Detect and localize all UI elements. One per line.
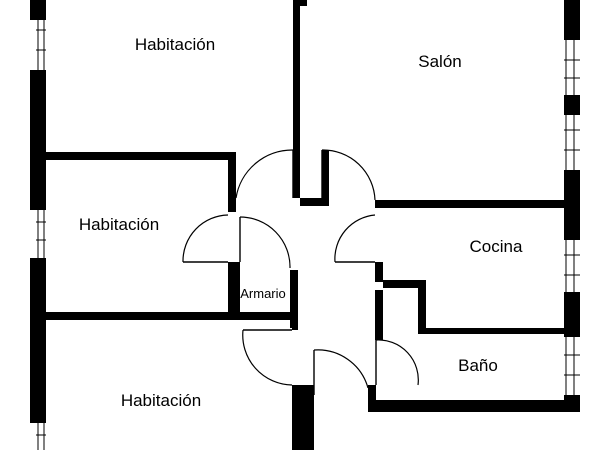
- room-label-salon: Salón: [418, 52, 461, 71]
- room-label-habitacion-mid: Habitación: [79, 215, 159, 234]
- doors: [182, 149, 419, 395]
- room-label-armario: Armario: [240, 286, 286, 301]
- interior-walls: [46, 0, 580, 450]
- left-windows: [36, 20, 46, 450]
- door-salon: [321, 149, 376, 201]
- door-cocina: [334, 214, 376, 263]
- door-armario: [239, 216, 291, 269]
- room-label-bano: Baño: [458, 356, 498, 375]
- left-exterior-wall: [30, 0, 46, 423]
- room-label-habitacion-top: Habitación: [135, 35, 215, 54]
- room-label-cocina: Cocina: [470, 237, 523, 256]
- right-windows: [564, 40, 580, 395]
- door-habitacion-mid: [182, 214, 229, 263]
- door-cocina-bano-link: [375, 339, 419, 386]
- door-habitacion-bottom: [242, 329, 293, 386]
- door-top-habitacion: [235, 149, 294, 199]
- door-bano: [313, 349, 369, 395]
- room-label-habitacion-bottom: Habitación: [121, 391, 201, 410]
